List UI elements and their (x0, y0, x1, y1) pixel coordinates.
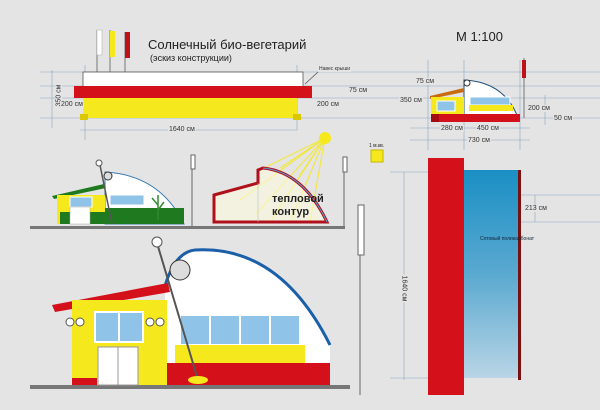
vestibule-plan (428, 158, 464, 395)
dim-side-greenhouse: 450 см (476, 125, 500, 132)
plan-view (390, 158, 600, 395)
mid-greenhouse (52, 159, 185, 225)
page-subtitle: (эскиз конструкции) (150, 53, 232, 63)
dim-front-right-height: 200 см (316, 101, 340, 108)
light-poles (190, 154, 365, 395)
unit-square-label: 1 м.кв. (369, 143, 385, 149)
large-greenhouse (30, 236, 350, 389)
material-label: Сотовый поликарбонат (480, 236, 535, 242)
flags (96, 29, 130, 72)
thermal-label-1: тепловой (272, 193, 324, 205)
sun-icon (319, 132, 331, 144)
dim-side-vestibule: 280 см (440, 125, 464, 132)
page-title: Солнечный био-вегетарий (148, 37, 307, 52)
dim-front-length: 1640 см (168, 126, 196, 133)
roof-label: Навес крыши (318, 66, 352, 72)
dim-side-base: 50 см (553, 115, 574, 122)
side-section (410, 58, 546, 150)
thermal-label-2: контур (272, 206, 310, 218)
dim-side-height: 350 см (399, 97, 423, 104)
dim-front-left-height: 200 см (60, 101, 84, 108)
polycarbonate-panel (464, 170, 520, 378)
dim-front-roof: 75 см (348, 87, 369, 94)
dim-side-wall: 200 см (527, 105, 551, 112)
front-elevation (40, 65, 600, 140)
dim-side-roof: 75 см (415, 78, 436, 85)
dim-plan-length: 1640 см (400, 274, 408, 303)
dim-side-total: 730 см (467, 137, 491, 144)
dim-plan-offset: 213 см (524, 205, 548, 212)
scale-label: М 1:100 (456, 29, 503, 44)
thermal-contour-diagram (212, 132, 331, 224)
unit-square-swatch (370, 149, 384, 163)
